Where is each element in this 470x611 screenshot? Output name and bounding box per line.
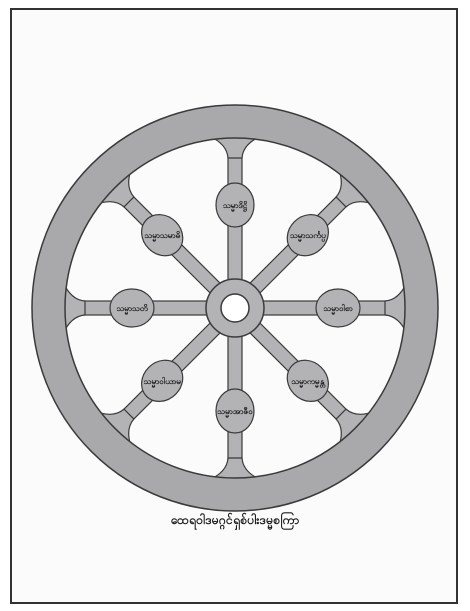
diagram-caption: ထေရဝါဒမဂ္ဂင်ရှစ်ပါးဒမ္မစကြာ xyxy=(60,512,410,530)
wheel-hub xyxy=(206,279,264,337)
hub-hole xyxy=(221,294,249,322)
